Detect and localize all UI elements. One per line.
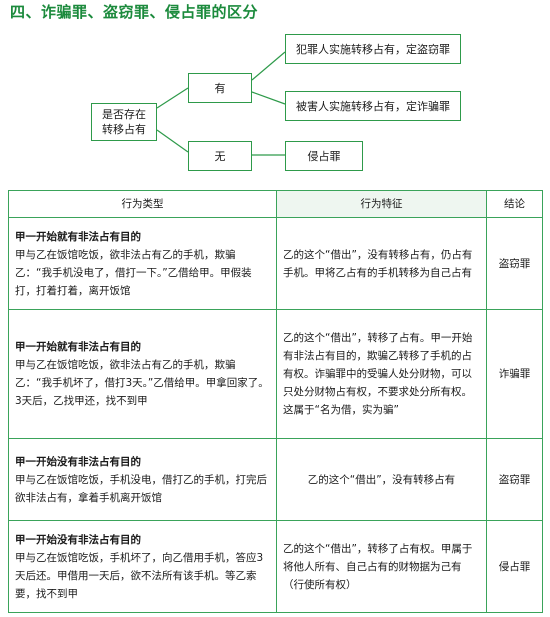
theft-node: 犯罪人实施转移占有，定盗窃罪: [285, 34, 461, 64]
yes-label: 有: [214, 81, 226, 95]
fraud-node: 被害人实施转移占有，定诈骗罪: [285, 91, 461, 121]
header-feature: 行为特征: [276, 190, 487, 218]
table-header-row: 行为类型 行为特征 结论: [8, 190, 543, 218]
case-body: 甲与乙在饭馆吃饭，手机没电，借打乙的手机，打完后欲非法占有，拿着手机离开饭馆: [15, 473, 267, 504]
row-behavior: 甲一开始就有非法占有目的 甲与乙在饭馆吃饭，欲非法占有乙的手机，欺骗乙：“我手机…: [8, 217, 277, 310]
row-feature: 乙的这个“借出”，转移了占有。甲一开始有非法占有目的，欺骗乙转移了手机的占有权。…: [276, 309, 487, 439]
comparison-table: 行为类型 行为特征 结论 甲一开始就有非法占有目的 甲与乙在饭馆吃饭，欲非法占有…: [8, 190, 543, 613]
table-row: 甲一开始就有非法占有目的 甲与乙在饭馆吃饭，欲非法占有乙的手机，欺骗乙：“我手机…: [8, 309, 543, 439]
row-feature: 乙的这个“借出”，没有转移占有，仍占有手机。甲将乙占有的手机转移为自己占有: [276, 217, 487, 310]
connector-yes-fraud: [251, 91, 286, 105]
case-body: 甲与乙在饭馆吃饭，欲非法占有乙的手机，欺骗乙：“我手机坏了，借打3天。”乙借给甲…: [15, 359, 269, 407]
row-behavior: 甲一开始没有非法占有目的 甲与乙在饭馆吃饭，手机没电，借打乙的手机，打完后欲非法…: [8, 438, 277, 521]
embezzle-node: 侵占罪: [285, 141, 363, 171]
row-feature: 乙的这个“借出”，转移了占有权。甲属于将他人所有、自己占有的财物据为己有（行使所…: [276, 520, 487, 613]
row-behavior: 甲一开始没有非法占有目的 甲与乙在饭馆吃饭，手机坏了，向乙借用手机，答应3天后还…: [8, 520, 277, 613]
case-title: 甲一开始就有非法占有目的: [15, 341, 141, 353]
row-result: 盗窃罪: [486, 438, 543, 521]
table-row: 甲一开始没有非法占有目的 甲与乙在饭馆吃饭，手机没电，借打乙的手机，打完后欲非法…: [8, 438, 543, 521]
section-heading: 四、诈骗罪、盗窃罪、侵占罪的区分: [10, 3, 259, 21]
theft-label: 犯罪人实施转移占有，定盗窃罪: [296, 42, 450, 56]
row-behavior: 甲一开始就有非法占有目的 甲与乙在饭馆吃饭，欲非法占有乙的手机，欺骗乙：“我手机…: [8, 309, 277, 439]
table-row: 甲一开始没有非法占有目的 甲与乙在饭馆吃饭，手机坏了，向乙借用手机，答应3天后还…: [8, 520, 543, 613]
embezzle-label: 侵占罪: [307, 149, 341, 163]
header-result: 结论: [486, 190, 543, 218]
yes-node: 有: [188, 73, 252, 103]
case-title: 甲一开始没有非法占有目的: [15, 455, 141, 468]
row-result: 诈骗罪: [486, 309, 543, 439]
root-node: 是否存在 转移占有: [91, 103, 157, 141]
case-body: 甲与乙在饭馆吃饭，欲非法占有乙的手机，欺骗乙：“我手机没电了，借打一下。”乙借给…: [15, 248, 252, 297]
no-label: 无: [214, 149, 226, 163]
row-feature: 乙的这个“借出”，没有转移占有: [276, 438, 487, 521]
row-result: 盗窃罪: [486, 217, 543, 310]
no-node: 无: [188, 141, 252, 171]
decision-diagram: 是否存在 转移占有 有 无 犯罪人实施转移占有，定盗窃罪 被害人实施转移占有，定…: [0, 0, 550, 180]
connector-yes-theft: [251, 51, 286, 81]
diagram-connectors: [156, 51, 286, 156]
case-title: 甲一开始就有非法占有目的: [15, 230, 141, 243]
header-type: 行为类型: [8, 190, 277, 218]
table-row: 甲一开始就有非法占有目的 甲与乙在饭馆吃饭，欲非法占有乙的手机，欺骗乙：“我手机…: [8, 217, 543, 310]
row-result: 侵占罪: [486, 520, 543, 613]
case-title: 甲一开始没有非法占有目的: [15, 533, 141, 546]
comparison-table-wrap: 行为类型 行为特征 结论 甲一开始就有非法占有目的 甲与乙在饭馆吃饭，欲非法占有…: [8, 190, 543, 613]
fraud-label: 被害人实施转移占有，定诈骗罪: [296, 99, 450, 113]
connector-root-no: [156, 129, 189, 153]
case-body: 甲与乙在饭馆吃饭，手机坏了，向乙借用手机，答应3天后还。甲借用一天后，欲不法所有…: [15, 551, 264, 600]
root-label-line2: 转移占有: [102, 123, 146, 136]
connector-root-yes: [156, 87, 189, 109]
root-label-line1: 是否存在: [102, 108, 146, 121]
